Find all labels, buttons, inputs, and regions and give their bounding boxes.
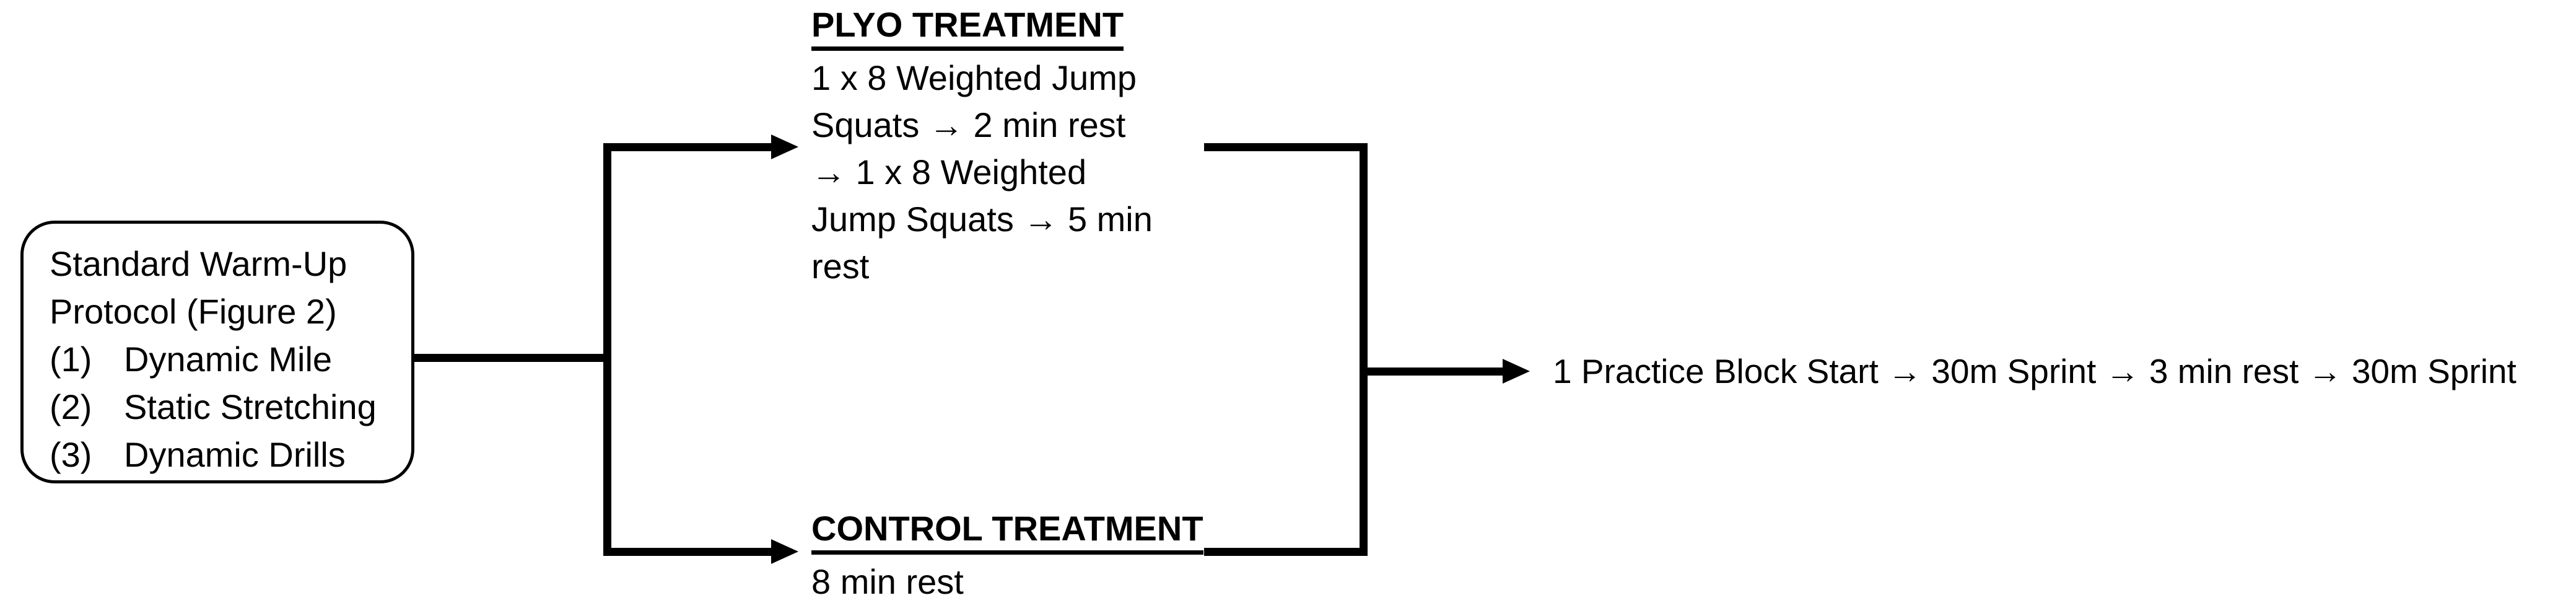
control-treatment-title: CONTROL TREATMENT <box>811 507 1203 555</box>
control-branch-arrowhead-icon <box>771 539 798 564</box>
plyo-treatment-block: PLYO TREATMENT 1 x 8 Weighted Jump Squat… <box>811 3 1245 290</box>
plyo-treatment-line-2: Squats → 2 min rest <box>811 105 1126 144</box>
plyo-treatment-line-1: 1 x 8 Weighted Jump <box>811 58 1137 97</box>
warmup-step-1: (1) Dynamic Mile <box>50 335 405 383</box>
warmup-title-line2: Protocol (Figure 2) <box>50 292 337 331</box>
connector-control-branch <box>611 548 771 556</box>
warmup-step-3-label: Dynamic Drills <box>124 435 346 474</box>
control-treatment-line: 8 min rest <box>811 562 964 601</box>
warmup-protocol-box: Standard Warm-Up Protocol (Figure 2) (1)… <box>20 221 414 483</box>
plyo-treatment-line-4: Jump Squats → 5 min <box>811 200 1153 239</box>
warmup-step-3-number: (3) <box>50 435 92 474</box>
warmup-step-3: (3) Dynamic Drills <box>50 431 405 478</box>
plyo-branch-arrowhead-icon <box>771 134 798 159</box>
practice-block-outcome-text: 1 Practice Block Start → 30m Sprint → 3 … <box>1553 352 2517 390</box>
warmup-step-2-number: (2) <box>50 387 92 426</box>
connector-branch-trunk <box>603 143 611 556</box>
connector-plyo-branch <box>611 143 771 151</box>
connector-plyo-to-merge <box>1204 143 1368 151</box>
warmup-title-line1: Standard Warm-Up <box>50 244 347 283</box>
outcome-arrowhead-icon <box>1503 359 1530 384</box>
plyo-treatment-line-3: → 1 x 8 Weighted <box>811 152 1087 191</box>
connector-control-to-merge <box>1204 548 1368 556</box>
control-treatment-block: CONTROL TREATMENT 8 min rest <box>811 507 1307 603</box>
connector-merge-trunk <box>1360 143 1368 556</box>
plyo-treatment-line-5: rest <box>811 247 870 286</box>
plyo-treatment-title: PLYO TREATMENT <box>811 3 1124 51</box>
warmup-step-1-label: Dynamic Mile <box>124 340 333 379</box>
connector-merge-to-outcome <box>1368 368 1503 376</box>
warmup-step-2-label: Static Stretching <box>124 387 377 426</box>
warmup-step-2: (2) Static Stretching <box>50 383 405 431</box>
connector-box-to-trunk <box>413 354 607 362</box>
warmup-step-1-number: (1) <box>50 340 92 379</box>
